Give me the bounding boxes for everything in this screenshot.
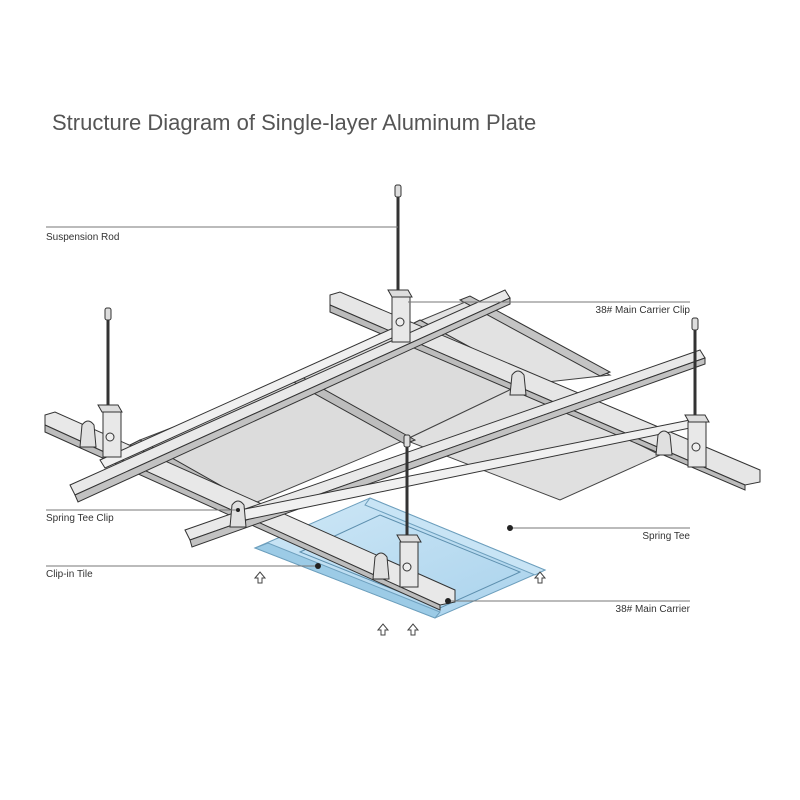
rod-left xyxy=(97,307,123,458)
up-arrow-icon xyxy=(533,571,547,584)
rod-center-front xyxy=(396,434,422,588)
label-suspension-rod: Suspension Rod xyxy=(46,232,120,243)
installation-arrows xyxy=(253,571,547,636)
up-arrow-icon xyxy=(376,623,390,636)
rod-right xyxy=(684,317,710,468)
label-spring-tee: Spring Tee xyxy=(642,531,690,542)
callout-lines xyxy=(46,226,690,604)
rod-top-center xyxy=(387,184,413,343)
label-clip-in-tile: Clip-in Tile xyxy=(46,569,93,580)
spring-tee-clips xyxy=(79,370,673,580)
up-arrow-icon xyxy=(253,571,267,584)
suspension-rods xyxy=(97,184,710,588)
label-spring-tee-clip: Spring Tee Clip xyxy=(46,513,114,524)
label-main-carrier: 38# Main Carrier xyxy=(615,604,690,615)
up-arrow-icon xyxy=(406,623,420,636)
label-main-carrier-clip: 38# Main Carrier Clip xyxy=(595,305,690,316)
diagram-title: Structure Diagram of Single-layer Alumin… xyxy=(52,110,537,135)
cross-carriers xyxy=(69,289,706,548)
clip-in-tile xyxy=(253,497,547,619)
